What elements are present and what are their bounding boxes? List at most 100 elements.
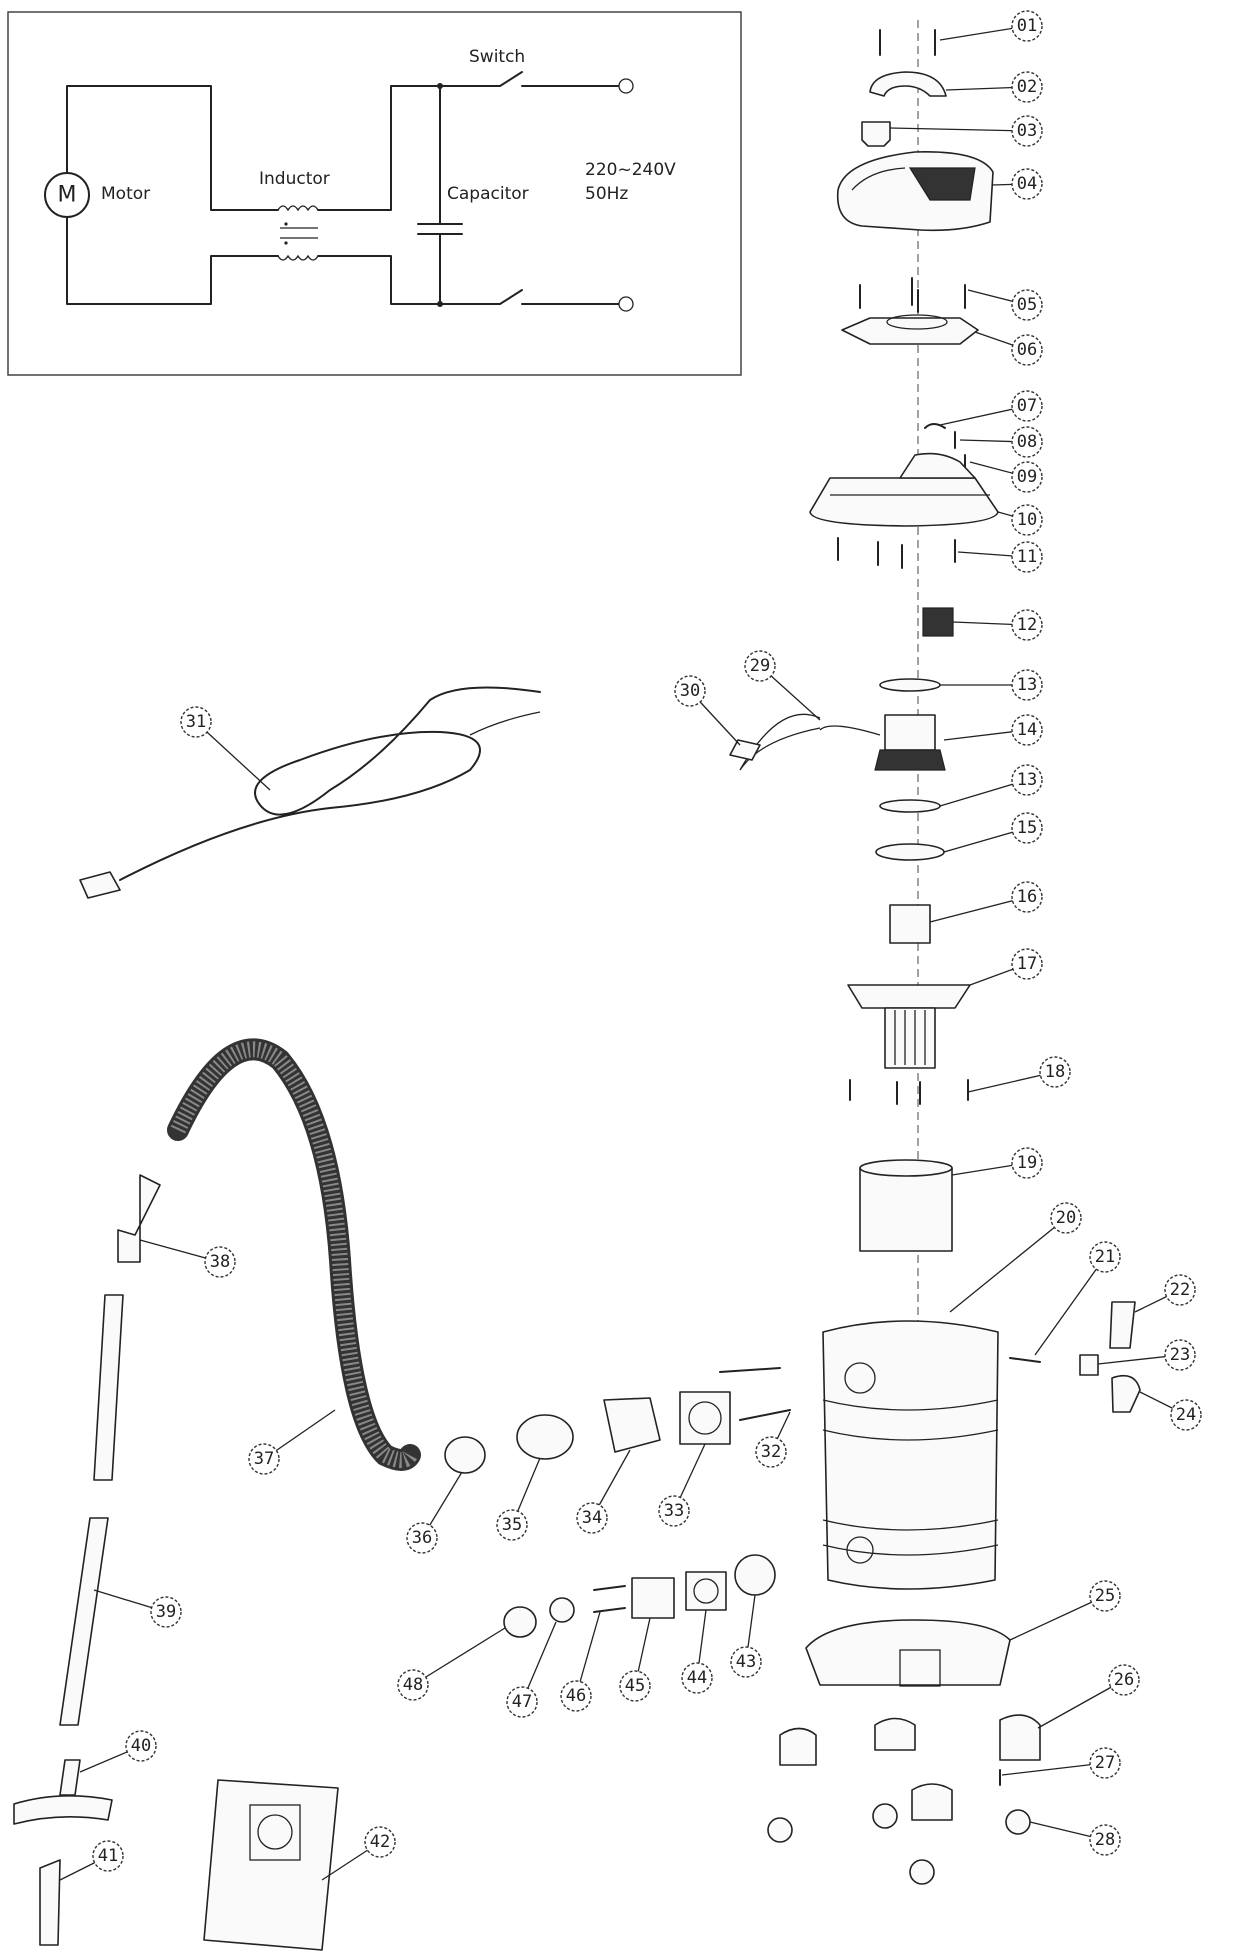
leader-line-03: [889, 127, 1028, 132]
callout-circle: [1011, 812, 1043, 844]
base-25: [805, 1619, 1011, 1687]
callout-23: 23: [1164, 1339, 1196, 1371]
callout-circle: [1164, 1274, 1196, 1306]
motor-housing-10: [809, 452, 999, 527]
callout-circle: [1089, 1580, 1121, 1612]
callout-circle: [681, 1662, 713, 1694]
caster-housing: [779, 1727, 817, 1766]
callout-circle: [1170, 1399, 1202, 1431]
callout-02: 02: [1011, 71, 1043, 103]
callout-circle: [619, 1670, 651, 1702]
inductor-label: Inductor: [259, 169, 330, 189]
callout-circle: [1011, 115, 1043, 147]
tank-20: [822, 1320, 999, 1590]
callout-30: 30: [674, 675, 706, 707]
callout-number: 19: [1017, 1153, 1037, 1173]
callout-circle: [150, 1596, 182, 1628]
callout-circle: [1089, 1824, 1121, 1856]
callout-circle: [1108, 1664, 1140, 1696]
inductor-symbol: [277, 205, 319, 261]
callout-circle: [1011, 426, 1043, 458]
callout-number: 39: [156, 1602, 176, 1622]
callout-37: 37: [248, 1443, 280, 1475]
callout-circle: [674, 675, 706, 707]
screw-01: [879, 29, 936, 56]
caster-housing-26: [999, 1714, 1041, 1761]
motor-14: [819, 714, 946, 771]
callout-circle: [1011, 948, 1043, 980]
callout-number: 08: [1017, 432, 1037, 452]
callout-19: 19: [1011, 1147, 1043, 1179]
callout-circle: [364, 1826, 396, 1858]
caster-housing: [874, 1717, 916, 1751]
callout-circle: [1039, 1056, 1071, 1088]
callout-number: 32: [761, 1442, 781, 1462]
callout-24: 24: [1170, 1399, 1202, 1431]
callout-number: 43: [736, 1652, 756, 1672]
callout-circle: [1011, 541, 1043, 573]
callout-36: 36: [406, 1522, 438, 1554]
callout-number: 42: [370, 1832, 390, 1852]
callout-14: 14: [1011, 714, 1043, 746]
callout-number: 36: [412, 1528, 432, 1548]
adapter-35: [516, 1414, 574, 1460]
sleeve-16: [889, 904, 931, 944]
callout-number: 40: [131, 1736, 151, 1756]
callout-circle: [1011, 334, 1043, 366]
callout-number: 28: [1095, 1830, 1115, 1850]
callout-number: 35: [502, 1515, 522, 1535]
callout-28: 28: [1089, 1824, 1121, 1856]
callout-circle: [730, 1646, 762, 1678]
callout-22: 22: [1164, 1274, 1196, 1306]
callout-circle: [755, 1436, 787, 1468]
callout-number: 07: [1017, 396, 1037, 416]
callout-circle: [1089, 1747, 1121, 1779]
callout-number: 20: [1056, 1208, 1076, 1228]
callout-29: 29: [744, 650, 776, 682]
callout-number: 13: [1017, 675, 1037, 695]
handle-02: [869, 71, 947, 97]
callout-46: 46: [560, 1680, 592, 1712]
callout-number: 06: [1017, 340, 1037, 360]
power-cord-31: [79, 686, 541, 899]
screw-11: [837, 537, 956, 569]
callout-number: 29: [750, 656, 770, 676]
callout-number: 04: [1017, 174, 1037, 194]
callout-10: 10: [1011, 504, 1043, 536]
callout-31: 31: [180, 706, 212, 738]
callout-number: 02: [1017, 77, 1037, 97]
motor-symbol-text: M: [58, 183, 77, 208]
callout-12: 12: [1011, 609, 1043, 641]
cable-29: [739, 713, 821, 771]
wiring-frame: [7, 11, 742, 376]
callout-circle: [180, 706, 212, 738]
caster-28: [767, 1803, 1031, 1885]
clip-07: [924, 423, 946, 429]
callout-38: 38: [204, 1246, 236, 1278]
callout-circle: [506, 1686, 538, 1718]
switch-label: Switch: [469, 47, 525, 67]
callout-09: 09: [1011, 461, 1043, 493]
callout-04: 04: [1011, 168, 1043, 200]
extension-tube-39: [59, 1294, 124, 1726]
callout-05: 05: [1011, 289, 1043, 321]
elbow-38: [117, 1174, 161, 1263]
callout-32: 32: [755, 1436, 787, 1468]
callout-number: 30: [680, 681, 700, 701]
capacitor-label: Capacitor: [447, 184, 529, 204]
wiring-diagram: M Motor Inductor Capacitor: [7, 11, 742, 376]
cap-48: [503, 1606, 537, 1638]
callout-number: 01: [1017, 16, 1037, 36]
screw-18: [849, 1079, 969, 1105]
callout-27: 27: [1089, 1747, 1121, 1779]
screw-32: [719, 1367, 791, 1421]
cord-guard-30: [729, 739, 761, 761]
callout-40: 40: [125, 1730, 157, 1762]
callout-01: 01: [1011, 10, 1043, 42]
callout-number: 14: [1017, 720, 1037, 740]
leader-line-16: [929, 896, 1028, 923]
filter-cage-17: [847, 984, 971, 1069]
latch-24: [1111, 1374, 1141, 1413]
callout-41: 41: [92, 1840, 124, 1872]
capacitor-symbol: [417, 83, 463, 307]
